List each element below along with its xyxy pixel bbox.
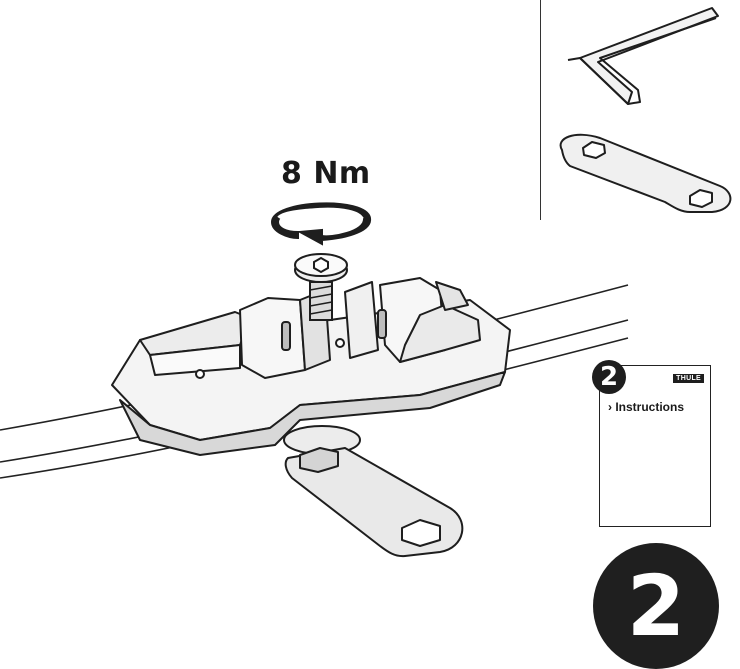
step-number: 2 <box>626 557 686 655</box>
mounting-foot <box>111 277 511 456</box>
flat-wrench-icon <box>559 133 732 213</box>
torque-label: 8 Nm <box>281 156 371 191</box>
clamp-plate <box>283 425 464 558</box>
instructions-booklet: 2 THULE › Instructions <box>592 360 711 527</box>
step-badge <box>593 543 719 669</box>
booklet-step-badge: 2 <box>592 360 626 394</box>
hex-key-icon <box>567 7 719 105</box>
clockwise-rotation-arrow-icon <box>270 202 372 246</box>
bolt <box>294 253 348 321</box>
booklet-brand: THULE <box>673 374 704 383</box>
tools-divider <box>540 0 541 220</box>
booklet-title: › Instructions <box>608 400 685 414</box>
